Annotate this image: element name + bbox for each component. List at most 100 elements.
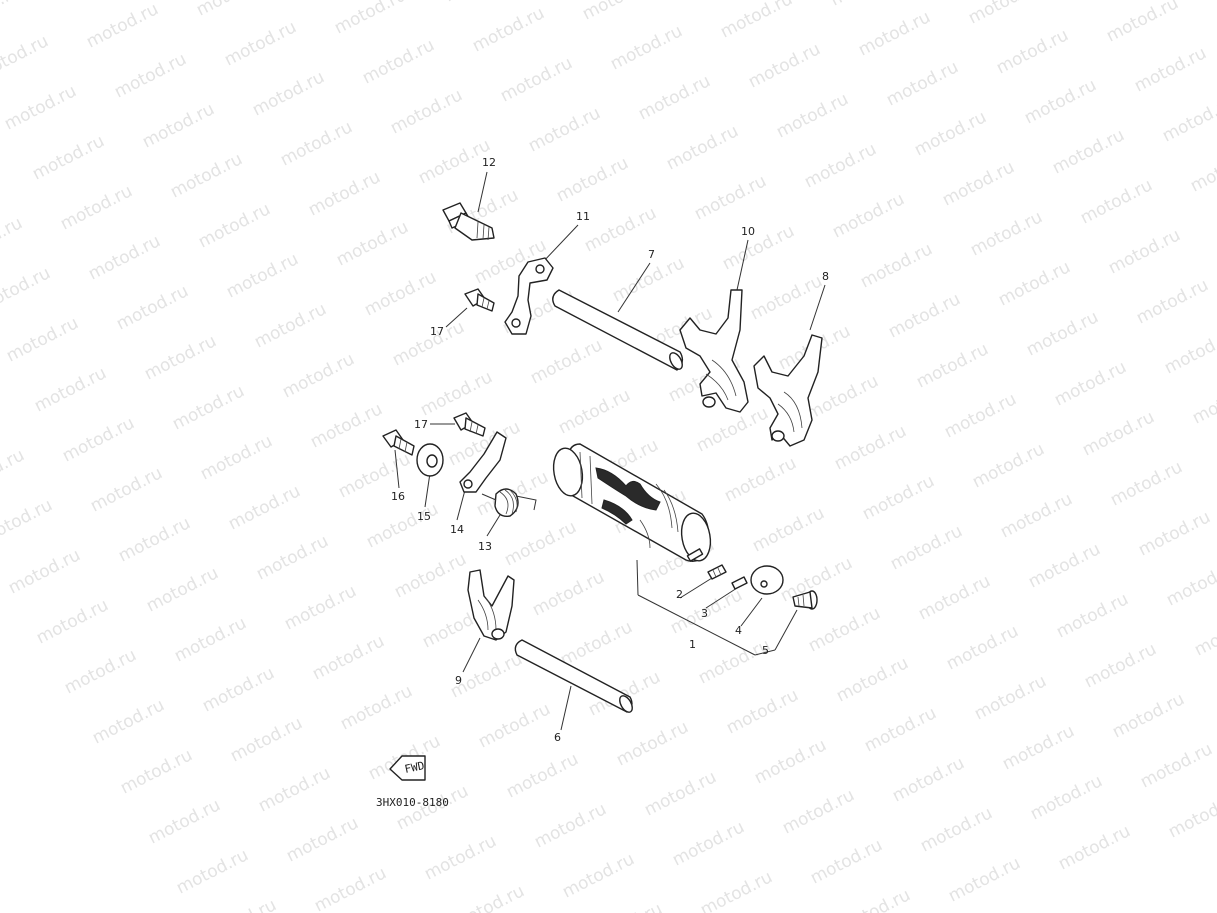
watermark-text: motod.ru bbox=[723, 685, 802, 738]
torsion-spring-part bbox=[481, 488, 537, 517]
callout-11: 11 bbox=[576, 210, 590, 223]
watermark-text: motod.ru bbox=[609, 253, 688, 306]
watermark-text: motod.ru bbox=[277, 117, 356, 170]
watermark-text: motod.ru bbox=[139, 99, 218, 152]
watermark-text: motod.ru bbox=[469, 3, 548, 56]
watermark-text: motod.ru bbox=[449, 881, 528, 913]
callout-16: 16 bbox=[391, 490, 405, 503]
callout-3: 3 bbox=[701, 607, 708, 620]
watermark-text: motod.ru bbox=[1191, 607, 1217, 660]
watermark-text: motod.ru bbox=[557, 617, 636, 670]
callout-8: 8 bbox=[822, 270, 829, 283]
watermark-text: motod.ru bbox=[529, 567, 608, 620]
callout-6: 6 bbox=[554, 731, 561, 744]
watermark-text: motod.ru bbox=[253, 531, 332, 584]
pin-part-3 bbox=[731, 576, 748, 590]
shift-drum-part bbox=[552, 443, 712, 563]
watermark-text: motod.ru bbox=[249, 67, 328, 120]
watermark-text: motod.ru bbox=[913, 339, 992, 392]
watermark-text: motod.ru bbox=[939, 157, 1018, 210]
watermark-text: motod.ru bbox=[251, 299, 330, 352]
watermark-text: motod.ru bbox=[221, 17, 300, 70]
watermark-text: motod.ru bbox=[1161, 325, 1217, 378]
watermark-text: motod.ru bbox=[635, 71, 714, 124]
watermark-text: motod.ru bbox=[85, 231, 164, 284]
bolt-part-16 bbox=[382, 429, 415, 456]
watermark-text: motod.ru bbox=[307, 399, 386, 452]
watermark-text: motod.ru bbox=[193, 0, 272, 20]
watermark-text: motod.ru bbox=[607, 21, 686, 74]
callout-12: 12 bbox=[482, 156, 496, 169]
watermark-text: motod.ru bbox=[33, 595, 112, 648]
watermark-text: motod.ru bbox=[745, 39, 824, 92]
watermark-text: motod.ru bbox=[1131, 43, 1210, 96]
watermark-text: motod.ru bbox=[0, 445, 28, 498]
watermark-text: motod.ru bbox=[1137, 739, 1216, 792]
watermark-text: motod.ru bbox=[941, 389, 1020, 442]
shift-fork-part-10 bbox=[679, 289, 749, 413]
watermark-text: motod.ru bbox=[773, 89, 852, 142]
screw-part-5 bbox=[792, 590, 818, 610]
watermark-text: motod.ru bbox=[173, 845, 252, 898]
watermark-text: motod.ru bbox=[497, 53, 576, 106]
watermark-text: motod.ru bbox=[279, 349, 358, 402]
watermark-text: motod.ru bbox=[501, 517, 580, 570]
watermark-text: motod.ru bbox=[697, 867, 776, 913]
watermark-text: motod.ru bbox=[283, 813, 362, 866]
watermark-text: motod.ru bbox=[669, 817, 748, 870]
collar-part-15 bbox=[416, 443, 444, 477]
watermark-text: motod.ru bbox=[61, 645, 140, 698]
diagram-code: 3HX010-8180 bbox=[376, 796, 449, 809]
watermark-text: motod.ru bbox=[965, 0, 1044, 28]
watermark-text: motod.ru bbox=[387, 85, 466, 138]
watermark-text: motod.ru bbox=[801, 139, 880, 192]
watermark-text: motod.ru bbox=[417, 367, 496, 420]
watermark-text: motod.ru bbox=[309, 631, 388, 684]
watermark-text: motod.ru bbox=[59, 413, 138, 466]
watermark-text: motod.ru bbox=[835, 885, 914, 913]
forward-arrow-icon: FWD bbox=[389, 755, 426, 781]
watermark-text: motod.ru bbox=[281, 581, 360, 634]
watermark-text: motod.ru bbox=[1081, 639, 1160, 692]
watermark-text: motod.ru bbox=[1049, 125, 1128, 178]
watermark-text: motod.ru bbox=[305, 167, 384, 220]
watermark-text: motod.ru bbox=[475, 699, 554, 752]
watermark-text: motod.ru bbox=[55, 0, 134, 2]
watermark-text: motod.ru bbox=[1105, 225, 1184, 278]
callout-15: 15 bbox=[417, 510, 431, 523]
watermark-text: motod.ru bbox=[717, 0, 796, 42]
callout-7: 7 bbox=[648, 248, 655, 261]
watermark-text: motod.ru bbox=[967, 207, 1046, 260]
watermark-text: motod.ru bbox=[1163, 557, 1217, 610]
watermark-text: motod.ru bbox=[225, 481, 304, 534]
segment-plate-part bbox=[750, 565, 784, 595]
watermark-text: motod.ru bbox=[883, 57, 962, 110]
watermark-text: motod.ru bbox=[1165, 789, 1217, 842]
watermark-text: motod.ru bbox=[5, 545, 84, 598]
callout-2: 2 bbox=[676, 588, 683, 601]
watermark-text: motod.ru bbox=[663, 121, 742, 174]
watermark-text: motod.ru bbox=[805, 603, 884, 656]
watermark-text: motod.ru bbox=[751, 735, 830, 788]
watermark-text: motod.ru bbox=[1, 81, 80, 134]
watermark-text: motod.ru bbox=[969, 439, 1048, 492]
watermark-text: motod.ru bbox=[359, 35, 438, 88]
watermark-text: motod.ru bbox=[389, 317, 468, 370]
watermark-text: motod.ru bbox=[1189, 375, 1217, 428]
shift-fork-part-9 bbox=[467, 569, 515, 641]
watermark-text: motod.ru bbox=[857, 239, 936, 292]
watermark-text: motod.ru bbox=[171, 613, 250, 666]
stopper-lever-part bbox=[504, 257, 554, 335]
watermark-text: motod.ru bbox=[115, 513, 194, 566]
lower-fork-shaft-part bbox=[514, 639, 633, 713]
watermark-text: motod.ru bbox=[311, 863, 390, 913]
watermark-text: motod.ru bbox=[1077, 175, 1156, 228]
watermark-text: motod.ru bbox=[829, 189, 908, 242]
watermark-text: motod.ru bbox=[1079, 407, 1158, 460]
watermark-text: motod.ru bbox=[361, 267, 440, 320]
watermark-text: motod.ru bbox=[1133, 275, 1212, 328]
fwd-label: FWD bbox=[403, 759, 425, 776]
watermark-text: motod.ru bbox=[29, 131, 108, 184]
watermark-text: motod.ru bbox=[693, 403, 772, 456]
watermark-text: motod.ru bbox=[613, 717, 692, 770]
